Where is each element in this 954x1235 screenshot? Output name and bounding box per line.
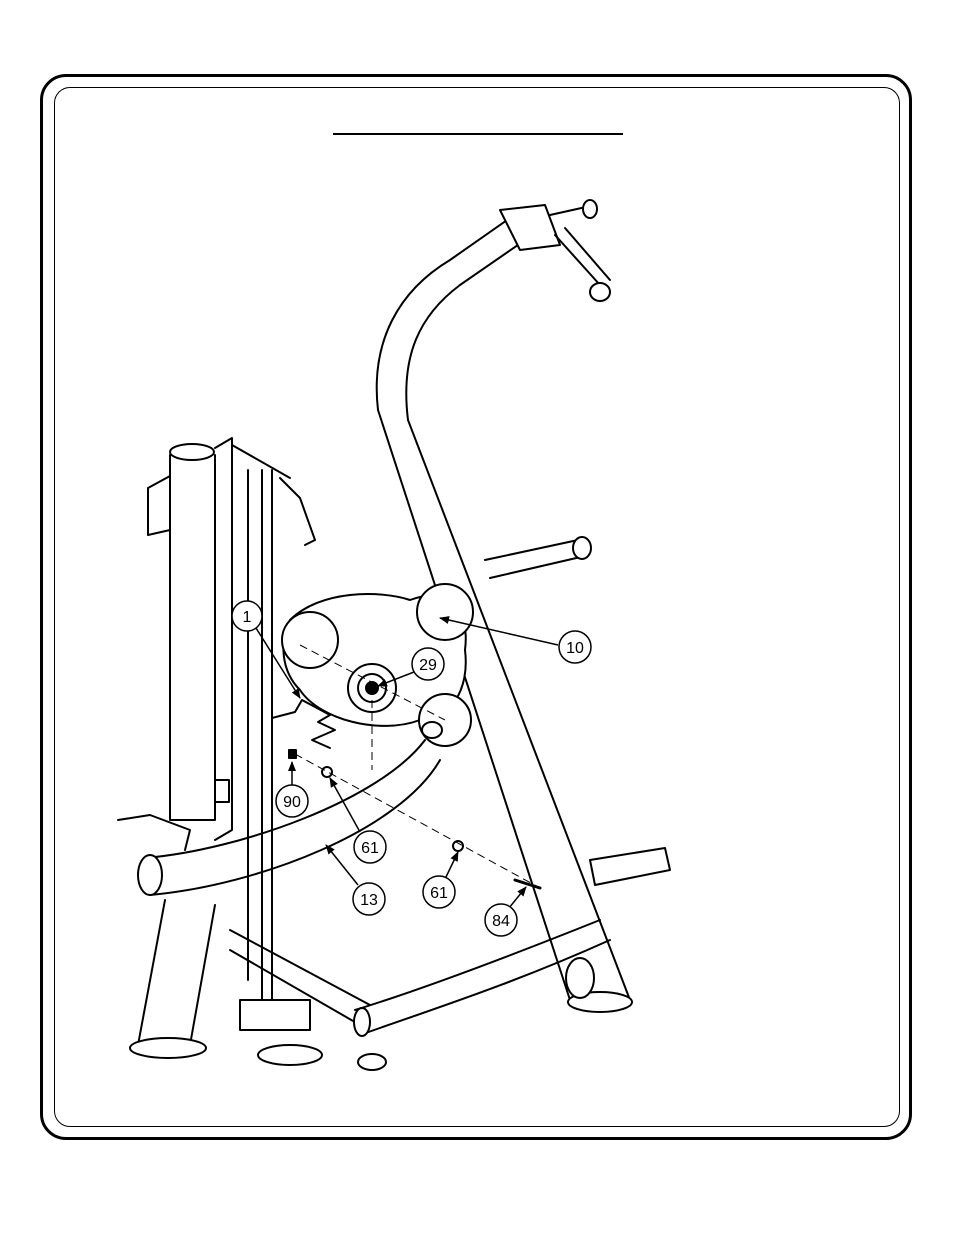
callout-90: 90: [276, 785, 308, 817]
callout-13: 13: [353, 883, 385, 915]
svg-text:1: 1: [243, 609, 252, 626]
callout-61-left: 61: [354, 831, 386, 863]
callout-84: 84: [485, 904, 517, 936]
svg-text:10: 10: [566, 640, 584, 657]
callout-10: 10: [559, 631, 591, 663]
svg-text:84: 84: [492, 913, 510, 930]
svg-text:61: 61: [430, 885, 448, 902]
svg-text:13: 13: [360, 892, 378, 909]
callout-61-right: 61: [423, 876, 455, 908]
svg-text:90: 90: [283, 794, 301, 811]
svg-text:61: 61: [361, 840, 379, 857]
base-frame: [130, 848, 670, 1070]
svg-text:29: 29: [419, 657, 437, 674]
middle-handle: [485, 537, 591, 578]
callout-29: 29: [412, 648, 444, 680]
callout-1: 1: [232, 601, 262, 631]
